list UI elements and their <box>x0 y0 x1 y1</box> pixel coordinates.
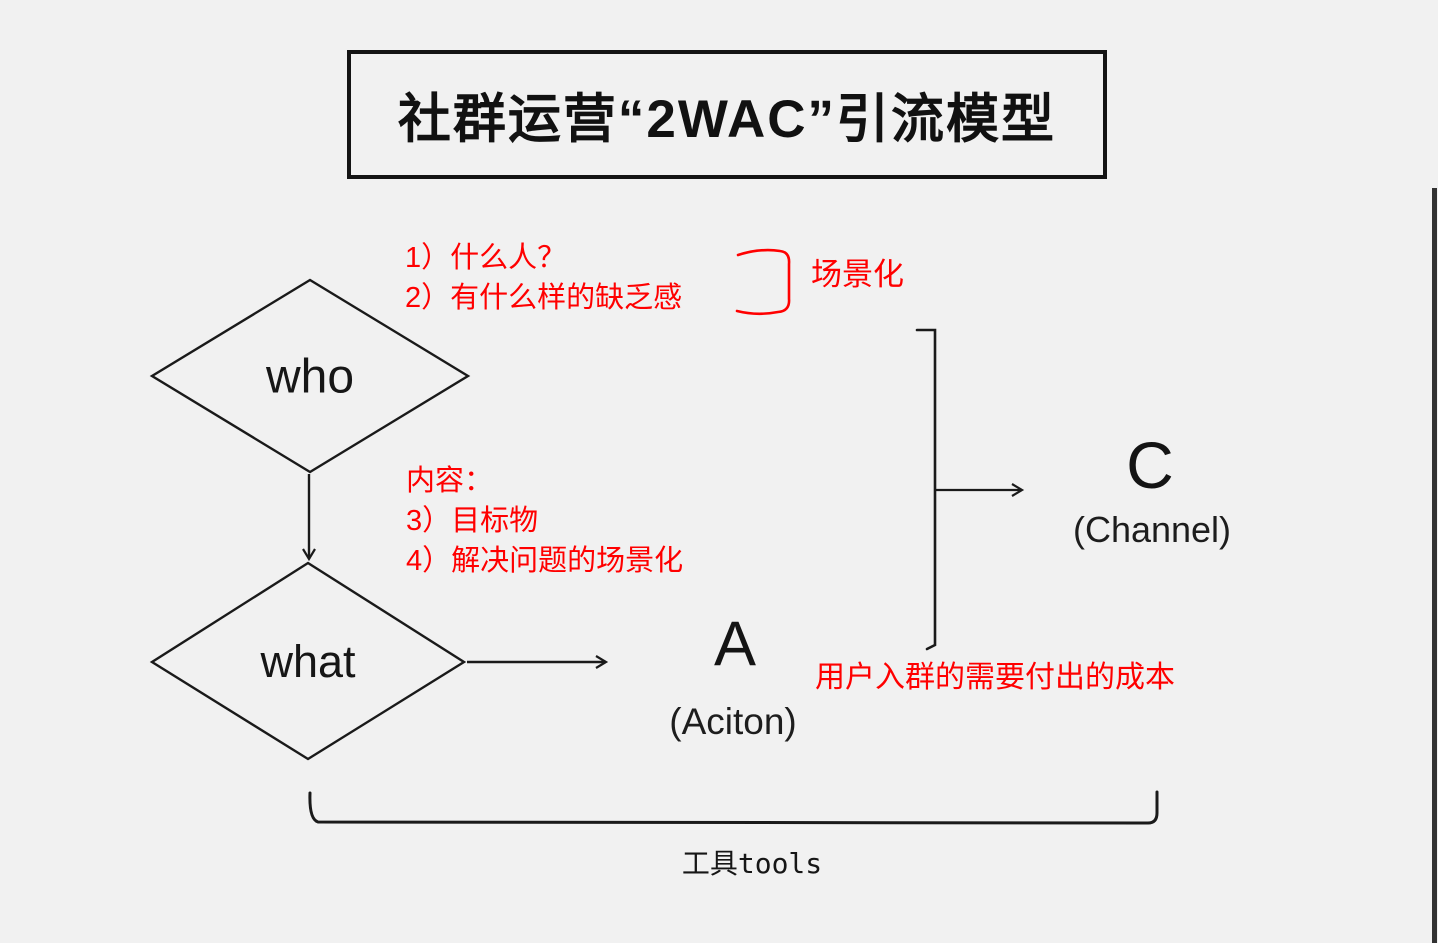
who-annotation: 1）什么人？ 2）有什么样的缺乏感 <box>405 238 682 318</box>
channel-node-letter: C <box>1126 428 1174 502</box>
scenario-brace <box>735 248 791 316</box>
who-point-2: 2）有什么样的缺乏感 <box>405 282 683 314</box>
window-edge-line <box>1432 188 1437 943</box>
who-node-label: who <box>265 350 355 404</box>
what-node-label: what <box>260 636 356 687</box>
title-box: 社群运营“2WAC”引流模型 <box>347 50 1107 179</box>
diagram-title: 社群运营“2WAC”引流模型 <box>397 89 1057 149</box>
channel-bracket <box>915 328 937 651</box>
cost-note: 用户入群的需要付出的成本 <box>815 661 1175 694</box>
content-point-3: 3）目标物 <box>406 505 539 537</box>
action-node-letter: A <box>713 609 757 679</box>
who-diamond <box>149 278 471 474</box>
content-annotation: 内容： 3）目标物 4）解决问题的场景化 <box>406 461 683 581</box>
content-heading: 内容： <box>406 465 494 497</box>
scenario-label: 场景化 <box>811 257 904 292</box>
content-point-4: 4）解决问题的场景化 <box>406 545 684 577</box>
who-point-1: 1）什么人？ <box>405 242 567 274</box>
what-diamond <box>149 561 467 761</box>
tools-label: 工具tools <box>681 847 823 880</box>
action-node-sublabel: (Aciton) <box>669 701 797 742</box>
channel-node-sublabel: (Channel) <box>1072 509 1232 550</box>
tools-brace <box>308 790 1159 825</box>
